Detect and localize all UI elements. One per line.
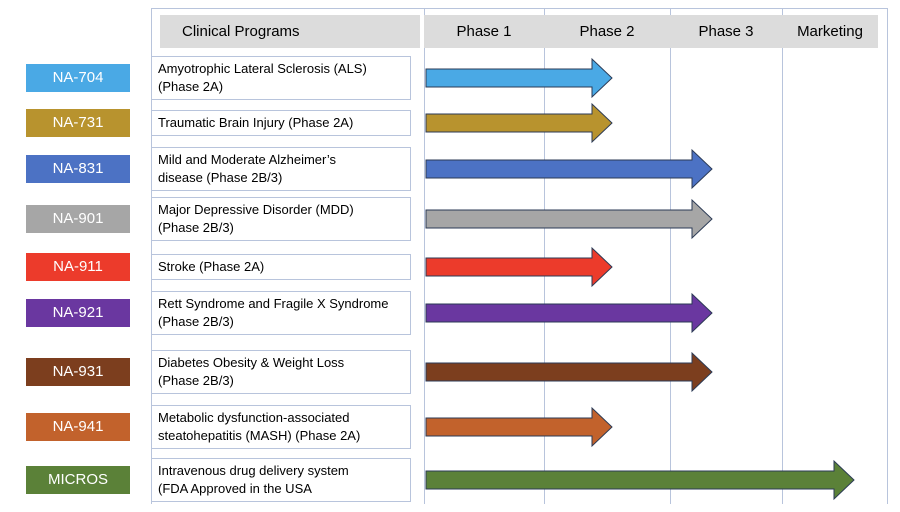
program-description-line1: Rett Syndrome and Fragile X Syndrome (158, 296, 389, 311)
progress-arrow-na-704 (425, 57, 613, 99)
program-code-badge: NA-731 (26, 109, 130, 137)
program-description-line1: Stroke (Phase 2A) (158, 259, 265, 274)
grid-line (424, 8, 425, 504)
grid-line (544, 8, 545, 504)
program-description-line2: (Phase 2B/3) (158, 373, 234, 388)
program-description: Stroke (Phase 2A) (151, 254, 411, 280)
program-description: Mild and Moderate Alzheimer’s disease (Ph… (151, 147, 411, 191)
grid-line (782, 8, 783, 504)
program-code-badge: MICROS (26, 466, 130, 494)
progress-arrow-na-901 (425, 198, 713, 240)
progress-arrow-na-931 (425, 351, 713, 393)
phase-header-1: Phase 1 (424, 15, 544, 48)
program-description-line1: Major Depressive Disorder (MDD) (158, 202, 354, 217)
program-description-line1: Diabetes Obesity & Weight Loss (158, 355, 345, 370)
progress-arrow-na-831 (425, 148, 713, 190)
phase-header-2: Phase 2 (544, 15, 670, 48)
program-code-badge: NA-921 (26, 299, 130, 327)
program-code-badge: NA-704 (26, 64, 130, 92)
program-description: Metabolic dysfunction-associated steatohe… (151, 405, 411, 449)
program-description: Traumatic Brain Injury (Phase 2A) (151, 110, 411, 136)
programs-header-label: Clinical Programs (182, 23, 300, 40)
program-code-badge: NA-941 (26, 413, 130, 441)
program-description: Intravenous drug delivery system (FDA App… (151, 458, 411, 502)
program-description-line2: (FDA Approved in the USA (158, 481, 312, 496)
program-description-line1: Metabolic dysfunction-associated (158, 410, 350, 425)
program-description: Major Depressive Disorder (MDD) (Phase 2B… (151, 197, 411, 241)
grid-line (670, 8, 671, 504)
program-description: Amyotrophic Lateral Sclerosis (ALS) (Phas… (151, 56, 411, 100)
program-description-line2: disease (Phase 2B/3) (158, 170, 283, 185)
program-description-line2: (Phase 2A) (158, 79, 224, 94)
program-description-line1: Intravenous drug delivery system (158, 463, 349, 478)
grid-top-border (151, 8, 887, 9)
program-description-line2: (Phase 2B/3) (158, 220, 234, 235)
program-code-badge: NA-831 (26, 155, 130, 183)
progress-arrow-na-921 (425, 292, 713, 334)
progress-arrow-na-911 (425, 246, 613, 288)
program-code-badge: NA-931 (26, 358, 130, 386)
grid-line (887, 8, 888, 504)
phase-header-3: Phase 3 (670, 15, 782, 48)
program-code-badge: NA-901 (26, 205, 130, 233)
progress-arrow-micros (425, 459, 855, 501)
program-description-line1: Amyotrophic Lateral Sclerosis (ALS) (158, 61, 367, 76)
program-description-line1: Traumatic Brain Injury (Phase 2A) (158, 115, 354, 130)
progress-arrow-na-731 (425, 102, 613, 144)
progress-arrow-na-941 (425, 406, 613, 448)
programs-header: Clinical Programs (160, 15, 420, 48)
program-description: Rett Syndrome and Fragile X Syndrome (Pha… (151, 291, 411, 335)
program-description-line2: steatohepatitis (MASH) (Phase 2A) (158, 428, 361, 443)
phase-header-marketing: Marketing (782, 15, 878, 48)
program-code-badge: NA-911 (26, 253, 130, 281)
program-description: Diabetes Obesity & Weight Loss (Phase 2B/… (151, 350, 411, 394)
program-description-line1: Mild and Moderate Alzheimer’s (158, 152, 336, 167)
program-description-line2: (Phase 2B/3) (158, 314, 234, 329)
